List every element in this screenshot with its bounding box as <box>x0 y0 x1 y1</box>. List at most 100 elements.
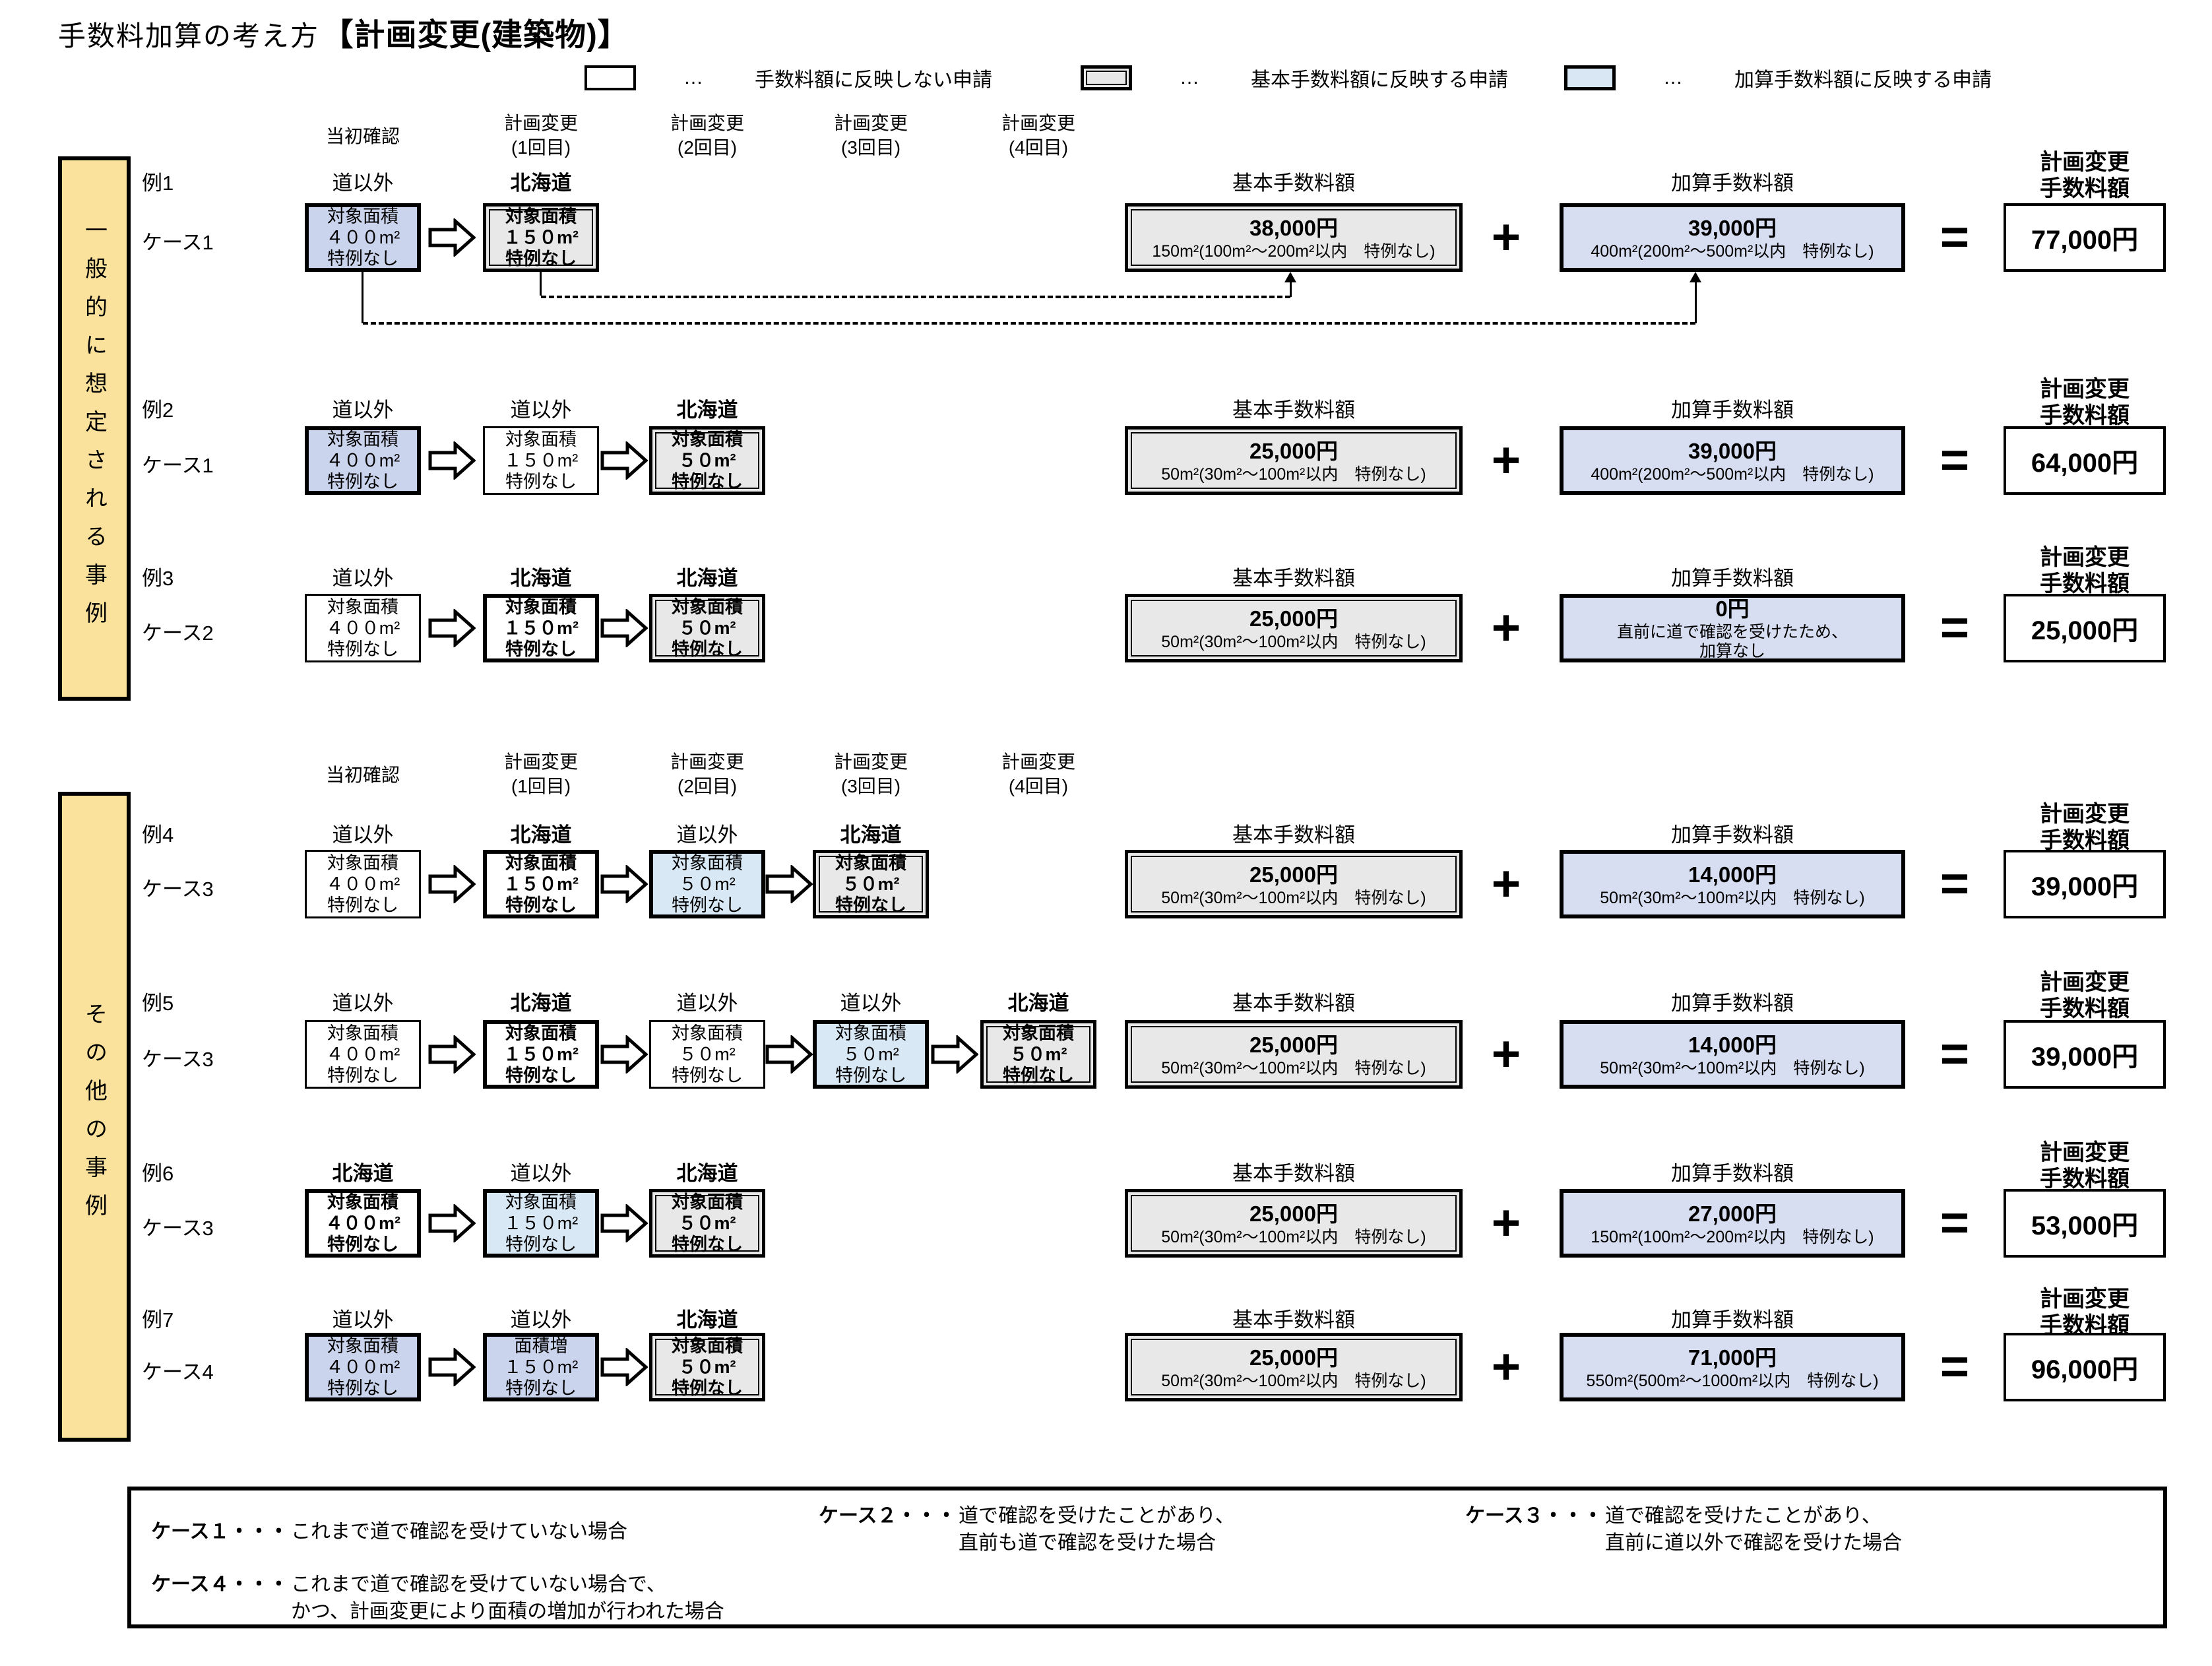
note-item: ケース２・・・ 道で確認を受けたことがあり、 直前も道で確認を受けた場合 <box>819 1502 1235 1556</box>
region-label: 道以外 <box>510 399 572 422</box>
note-item: ケース３・・・ 道で確認を受けたことがあり、 直前に道以外で確認を受けた場合 <box>1465 1502 1902 1556</box>
equals-operator: = <box>1940 856 1970 912</box>
column-header: 計画変更(1回目) <box>468 111 614 160</box>
flow-arrow-icon <box>600 440 648 481</box>
note-line: かつ、計画変更により面積の増加が行われた場合 <box>291 1601 724 1622</box>
fee-box-total: 96,000円 <box>2004 1333 2166 1401</box>
application-box-line: 対象面積 <box>327 430 398 449</box>
example-label: 例3 <box>142 567 174 590</box>
fee-amount: 38,000円 <box>1249 215 1338 240</box>
region-label: 道以外 <box>510 1308 572 1331</box>
region-label: 北海道 <box>1007 992 1069 1015</box>
column-header-line: (3回目) <box>840 137 901 158</box>
fee-amount: 71,000円 <box>1688 1345 1777 1370</box>
section-sidebar-label: 一般的に想定される事例 <box>81 218 107 639</box>
case-label: ケース3 <box>142 878 214 901</box>
application-box-line: 対象面積 <box>327 1192 398 1212</box>
application-box-line: 特例なし <box>327 472 398 492</box>
application-box-line: 対象面積 <box>505 597 577 617</box>
fee-header-total-line: 手数料額 <box>2040 571 2130 596</box>
arrow-up-icon <box>1690 272 1701 282</box>
application-box-line: 特例なし <box>505 1066 577 1085</box>
region-label: 道以外 <box>332 399 394 422</box>
plus-operator: + <box>1491 209 1521 265</box>
application-box-line: 対象面積 <box>327 597 398 617</box>
plus-operator: + <box>1491 1339 1521 1395</box>
application-box-line: 対象面積 <box>327 853 398 873</box>
application-box-line: 特例なし <box>505 249 577 269</box>
application-box-line: 特例なし <box>672 472 743 492</box>
fee-header-total-line: 手数料額 <box>2040 176 2130 201</box>
column-header-line: (4回目) <box>1008 137 1069 158</box>
fee-total-amount: 39,000円 <box>2031 872 2139 901</box>
column-header: 計画変更(3回目) <box>798 111 943 160</box>
column-header-line: 計画変更 <box>670 752 744 772</box>
arrow-up-icon <box>1695 281 1697 323</box>
application-box-line: 特例なし <box>672 639 743 659</box>
application-box-line: 特例なし <box>327 1378 398 1398</box>
equals-operator: = <box>1940 209 1970 265</box>
region-label: 道以外 <box>332 823 394 847</box>
application-box-line: １５０m² <box>503 874 579 894</box>
application-box-line: ４００m² <box>325 1357 400 1377</box>
fee-header-total-line: 手数料額 <box>2040 1167 2130 1192</box>
application-box-line: ４００m² <box>325 451 400 470</box>
fee-header-add: 加算手数料額 <box>1671 1308 1794 1331</box>
application-box-line: ４００m² <box>325 1213 400 1233</box>
application-box-line: ４００m² <box>325 228 400 247</box>
application-box-line: 特例なし <box>505 472 577 492</box>
legend-item-basic: … 基本手数料額に反映する申請 <box>1081 63 1508 93</box>
legend-dots: … <box>1663 67 1683 88</box>
flow-arrow-icon <box>600 1203 648 1244</box>
application-box-line: 対象面積 <box>505 430 577 449</box>
fee-amount: 25,000円 <box>1249 1032 1338 1057</box>
application-box-line: 特例なし <box>327 639 398 659</box>
flow-arrow-icon <box>600 1347 648 1388</box>
column-header-line: 計画変更 <box>1001 752 1075 772</box>
region-label: 北海道 <box>510 172 572 195</box>
fee-header-total-line: 手数料額 <box>2040 996 2130 1021</box>
case-label: ケース3 <box>142 1217 214 1240</box>
application-box-line: ５０m² <box>678 1213 736 1233</box>
fee-header-total: 計画変更手数料額 <box>1986 149 2184 202</box>
region-label: 道以外 <box>332 992 394 1015</box>
dashed-connector-line <box>363 322 1695 325</box>
fee-header-total-line: 計画変更 <box>2040 1287 2130 1312</box>
application-box-line: 特例なし <box>672 1066 743 1085</box>
fee-box-total: 39,000円 <box>2004 1020 2166 1089</box>
application-box-line: 特例なし <box>672 1234 743 1254</box>
legend-dots: … <box>1180 67 1199 88</box>
column-header: 計画変更(2回目) <box>635 750 780 798</box>
fee-amount: 25,000円 <box>1249 862 1338 887</box>
fee-detail: 直前に道で確認を受けたため、 <box>1616 623 1848 641</box>
flow-arrow-icon <box>428 1347 476 1388</box>
note-line: 直前に道以外で確認を受けた場合 <box>1605 1532 1902 1554</box>
equals-operator: = <box>1940 600 1970 656</box>
fee-box-total: 39,000円 <box>2004 850 2166 918</box>
dashed-connector-line <box>541 296 1290 298</box>
note-item: ケース１・・・ これまで道で確認を受けていない場合 <box>151 1518 627 1545</box>
application-box-line: １５０m² <box>503 618 579 638</box>
fee-header-total: 計画変更手数料額 <box>1986 544 2184 597</box>
column-header: 計画変更 (4回目) <box>966 750 1111 798</box>
application-box-line: ４００m² <box>325 618 400 638</box>
fee-header-total-line: 計画変更 <box>2040 1140 2130 1165</box>
column-header-line: (4回目) <box>1008 776 1069 796</box>
region-label: 道以外 <box>332 172 394 195</box>
equals-operator: = <box>1940 1026 1970 1082</box>
column-header-line: 計画変更 <box>503 752 578 772</box>
fee-detail: 50m²(30m²～100m²以内 特例なし) <box>1161 888 1426 907</box>
fee-amount: 0円 <box>1715 596 1750 621</box>
fee-amount: 25,000円 <box>1249 606 1338 631</box>
page-title-bracket: 【計画変更(建築物)】 <box>322 17 629 52</box>
application-box-line: ５０m² <box>842 874 900 894</box>
fee-header-basic: 基本手数料額 <box>1232 399 1355 422</box>
